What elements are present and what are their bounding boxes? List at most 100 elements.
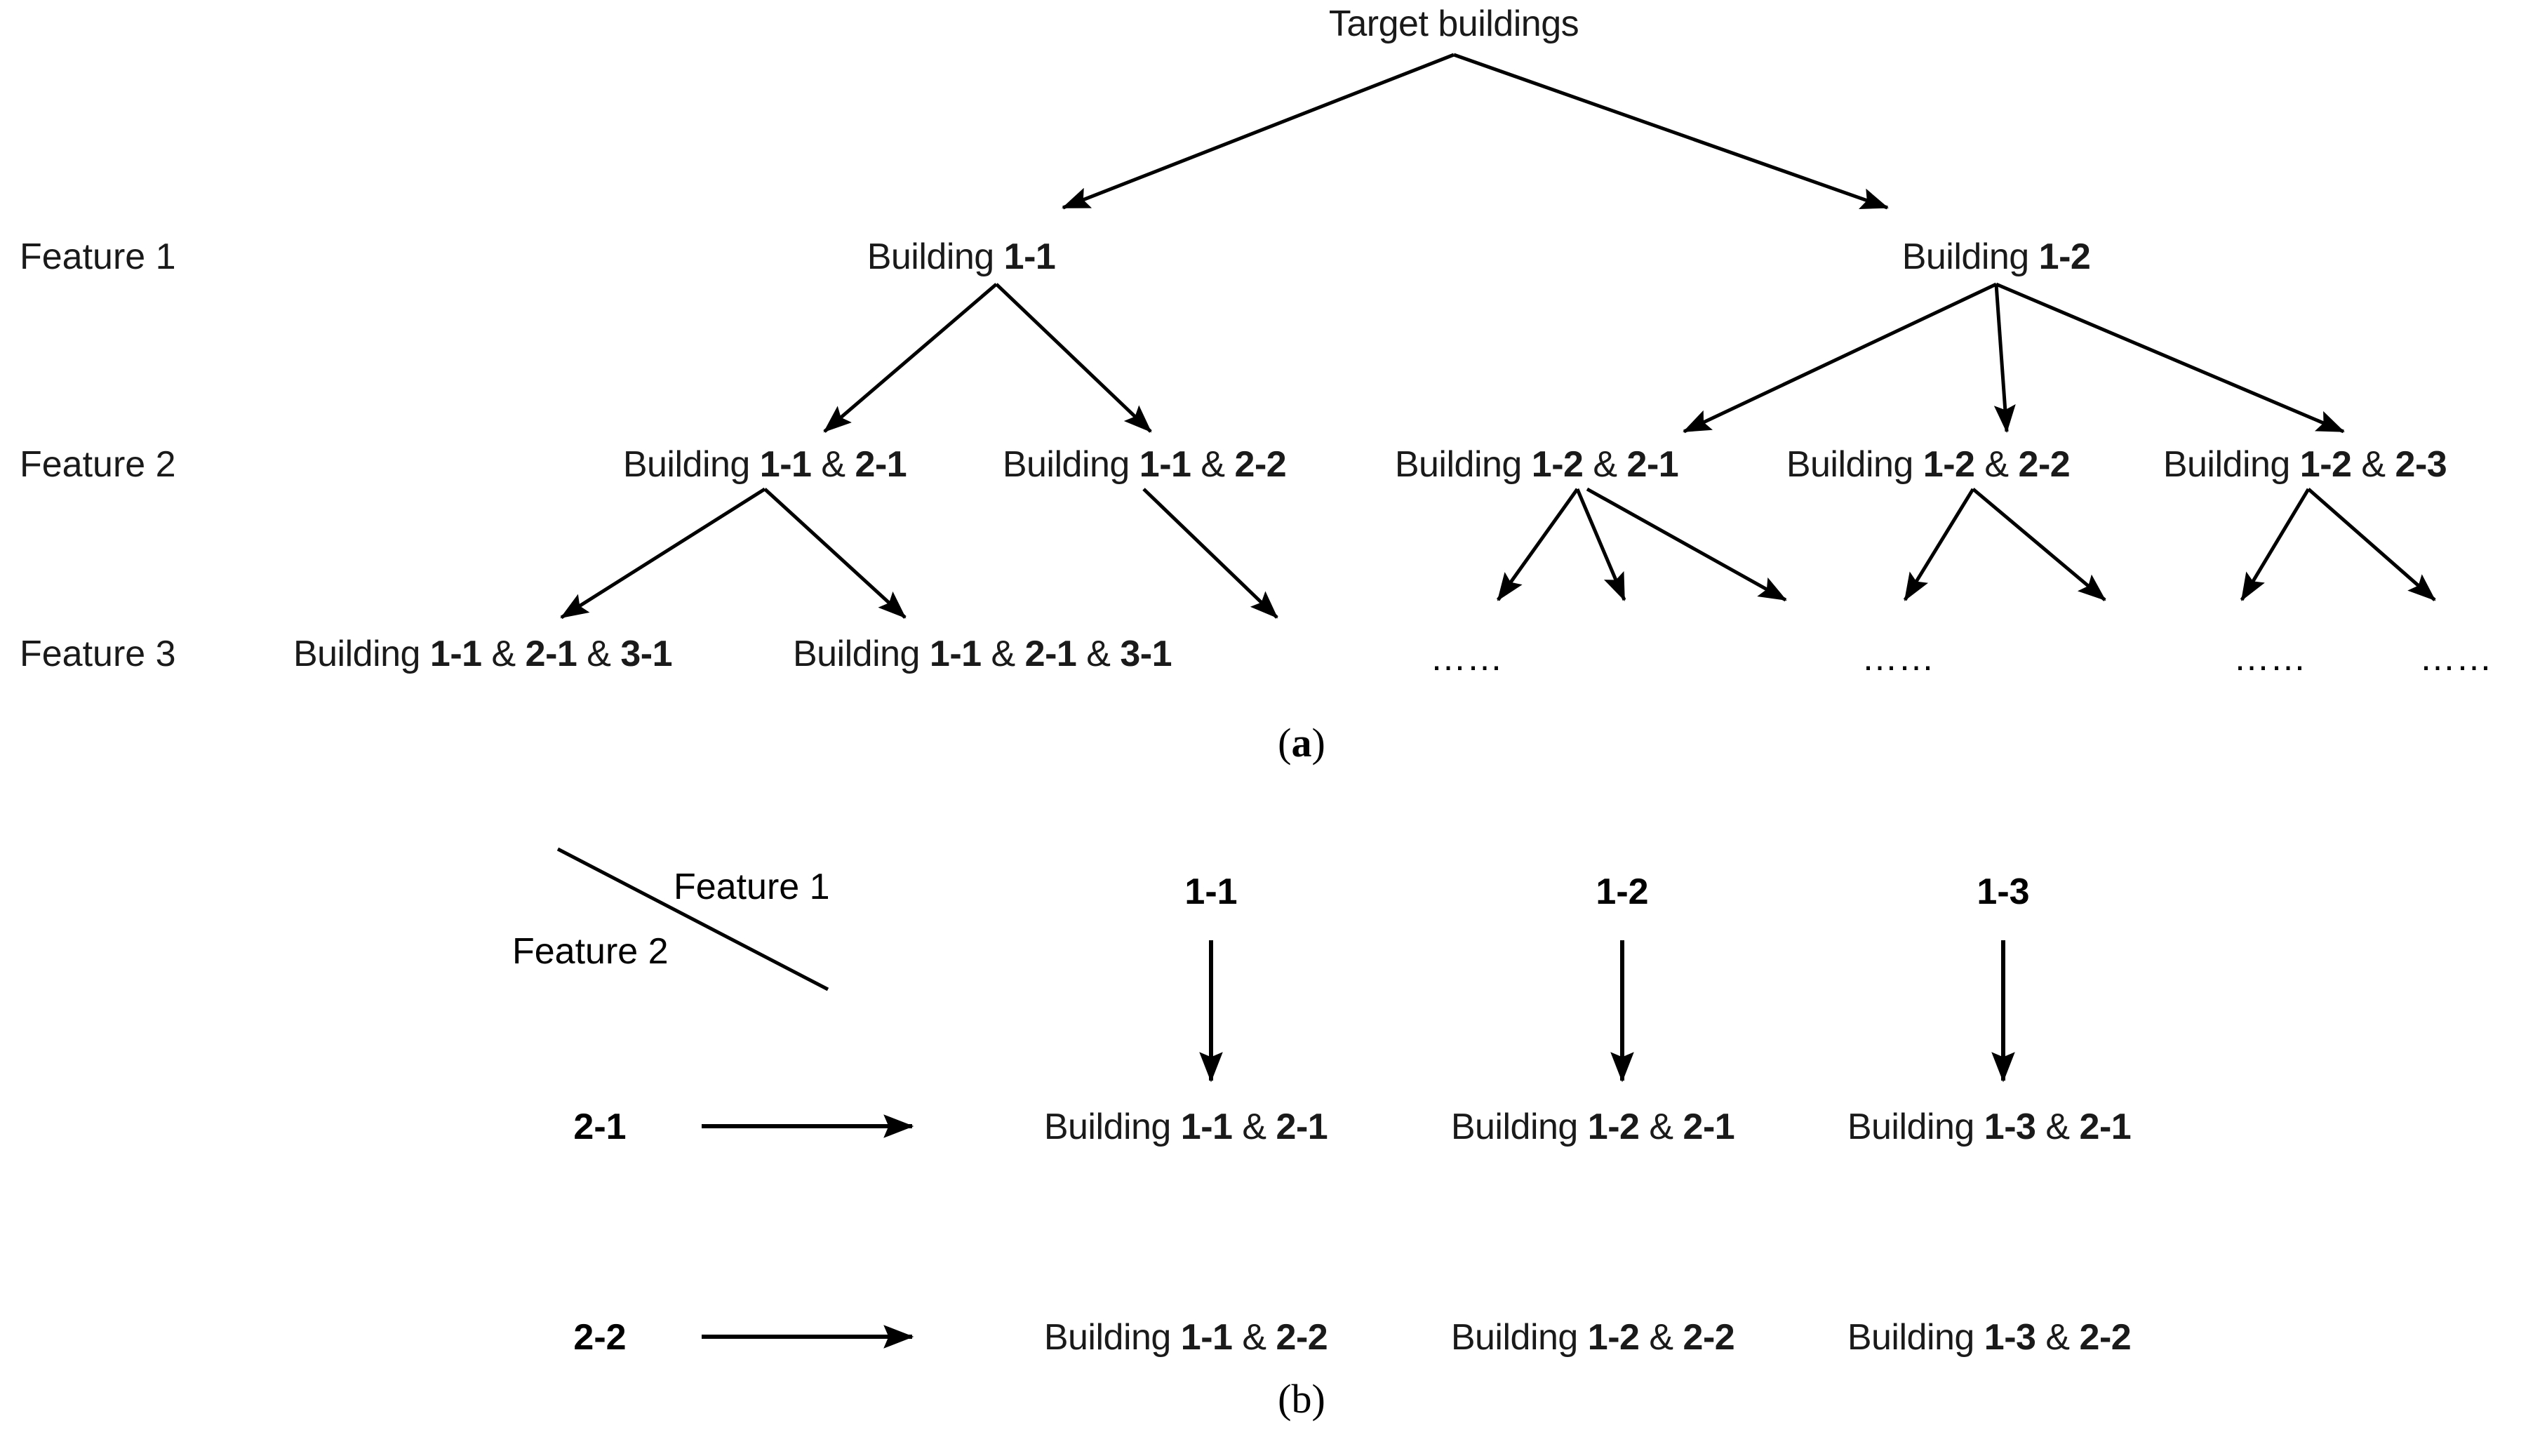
edge-root-to-building-1-1 — [1062, 53, 1455, 210]
node-prefix: Building — [622, 444, 760, 485]
cell-code-2: 2-2 — [1276, 1317, 1328, 1358]
caption-letter: a — [1291, 720, 1312, 766]
edge-b1122-to-f3 — [1142, 488, 1278, 619]
edge-b1222-to-f3-b — [1972, 488, 2106, 601]
cell-code-2: 2-2 — [2079, 1317, 2132, 1358]
caption-paren-open: ( — [1278, 720, 1292, 766]
node-code-1: 1-2 — [2038, 236, 2091, 277]
level-label-feature-3-text: Feature 3 — [20, 634, 176, 674]
node-prefix: Building — [1394, 444, 1532, 485]
node-building-1-2-and-2-3: Building 1-2 & 2-3 — [2163, 446, 2447, 483]
node-prefix: Building — [867, 236, 1004, 277]
edge-b11-to-b11-21 — [823, 283, 998, 433]
ellipsis-text: …… — [2419, 638, 2492, 679]
cell-prefix: Building — [1043, 1317, 1181, 1358]
matrix-row-header-text: 2-2 — [573, 1317, 627, 1358]
node-code-2: 2-1 — [1626, 444, 1679, 485]
matrix-cell-1-3-2-1: Building 1-3 & 2-1 — [1847, 1107, 2132, 1147]
caption-letter: b — [1291, 1376, 1312, 1422]
ellipsis-2: …… — [1861, 640, 1934, 676]
cell-code-1: 1-2 — [1587, 1107, 1640, 1147]
node-sep: & — [981, 634, 1025, 674]
node-prefix: Building — [1786, 444, 1923, 485]
node-building-1-1-2-1-3-1-right: Building 1-1 & 2-1 & 3-1 — [793, 636, 1172, 672]
node-sep: & — [1583, 444, 1627, 485]
matrix-col-header-text: 1-1 — [1184, 871, 1238, 912]
cell-sep: & — [2035, 1317, 2080, 1358]
node-code-1: 1-2 — [1923, 444, 1975, 485]
cell-sep: & — [2035, 1107, 2080, 1147]
cell-prefix: Building — [1043, 1107, 1181, 1147]
edge-b12-to-b12-21 — [1683, 282, 1998, 434]
ellipsis-4: …… — [2419, 640, 2492, 676]
node-sep: & — [1191, 444, 1235, 485]
cell-sep: & — [1639, 1107, 1683, 1147]
matrix-cell-1-2-2-1: Building 1-2 & 2-1 — [1450, 1107, 1735, 1147]
cell-code-1: 1-1 — [1180, 1317, 1233, 1358]
level-label-feature-2: Feature 2 — [20, 446, 176, 483]
matrix-col-header-1-3: 1-3 — [1977, 874, 2029, 910]
cell-code-2: 2-1 — [1276, 1107, 1328, 1147]
cell-code-2: 2-1 — [2079, 1107, 2132, 1147]
node-code-3: 3-1 — [1120, 634, 1172, 674]
matrix-header-feature-1-text: Feature 1 — [674, 867, 830, 907]
node-prefix: Building — [293, 634, 430, 674]
cell-code-1: 1-2 — [1587, 1317, 1640, 1358]
edge-b1223-to-f3-a — [2240, 488, 2311, 601]
node-sep-2: & — [577, 634, 621, 674]
edge-root-to-building-1-2 — [1453, 53, 1889, 210]
panel-b-caption: (b) — [1278, 1379, 1325, 1420]
cell-prefix: Building — [1847, 1317, 1984, 1358]
node-sep-2: & — [1076, 634, 1121, 674]
level-label-feature-1: Feature 1 — [20, 239, 176, 275]
cell-code-1: 1-3 — [1984, 1317, 2036, 1358]
node-code-2: 2-2 — [1234, 444, 1287, 485]
node-code-1: 1-2 — [1531, 444, 1584, 485]
edge-b1221-to-f3-c — [1586, 487, 1787, 602]
node-code-1: 1-1 — [929, 634, 982, 674]
node-building-1-2-and-2-2: Building 1-2 & 2-2 — [1786, 444, 2071, 485]
ellipsis-3: …… — [2233, 640, 2306, 676]
cell-prefix: Building — [1847, 1107, 1984, 1147]
level-label-feature-3: Feature 3 — [20, 636, 176, 672]
matrix-header-feature-2-text: Feature 2 — [512, 931, 669, 972]
cell-sep: & — [1232, 1317, 1276, 1358]
node-building-1-1: Building 1-1 — [867, 239, 1056, 275]
cell-sep: & — [1232, 1107, 1276, 1147]
edge-b11-to-b11-22 — [995, 283, 1152, 433]
node-building-1-1-and-2-1: Building 1-1 & 2-1 — [623, 446, 907, 483]
node-building-1-2-and-2-1: Building 1-2 & 2-1 — [1394, 444, 1679, 485]
matrix-cell-1-1-2-1: Building 1-1 & 2-1 — [1044, 1109, 1328, 1145]
ellipsis-text: …… — [2233, 638, 2306, 679]
matrix-cell-1-1-2-2: Building 1-1 & 2-2 — [1044, 1319, 1328, 1356]
matrix-header-feature-2: Feature 2 — [512, 933, 669, 970]
node-code-1: 1-2 — [2299, 444, 2352, 485]
node-building-1-1-2-1-3-1-left: Building 1-1 & 2-1 & 3-1 — [293, 634, 673, 674]
matrix-row-header-2-1: 2-1 — [573, 1109, 626, 1145]
cell-prefix: Building — [1450, 1107, 1588, 1147]
node-sep: & — [2351, 444, 2395, 485]
matrix-col-header-text: 1-2 — [1596, 871, 1649, 912]
node-code-1: 1-1 — [429, 634, 482, 674]
node-code-3: 3-1 — [620, 634, 673, 674]
cell-code-2: 2-2 — [1683, 1317, 1735, 1358]
node-code-1: 1-1 — [759, 444, 812, 485]
node-sep: & — [481, 634, 526, 674]
node-prefix: Building — [1002, 444, 1139, 485]
matrix-row-header-text: 2-1 — [573, 1107, 627, 1147]
edge-b1121-to-f3-left — [560, 487, 766, 620]
node-prefix: Building — [1901, 236, 2039, 277]
ellipsis-text: …… — [1861, 638, 1934, 679]
node-code-2: 2-1 — [855, 444, 907, 485]
ellipsis-1: …… — [1430, 640, 1503, 676]
node-sep: & — [1974, 444, 2019, 485]
node-prefix: Building — [2162, 444, 2300, 485]
edge-b12-to-b12-22 — [1993, 283, 2016, 433]
cell-prefix: Building — [1450, 1317, 1588, 1358]
matrix-col-header-text: 1-3 — [1977, 871, 2030, 912]
node-code-2: 2-2 — [2018, 444, 2071, 485]
matrix-row-header-2-2: 2-2 — [573, 1319, 626, 1356]
edge-b1221-to-f3-a — [1496, 488, 1579, 601]
matrix-cell-1-2-2-2: Building 1-2 & 2-2 — [1450, 1317, 1735, 1358]
